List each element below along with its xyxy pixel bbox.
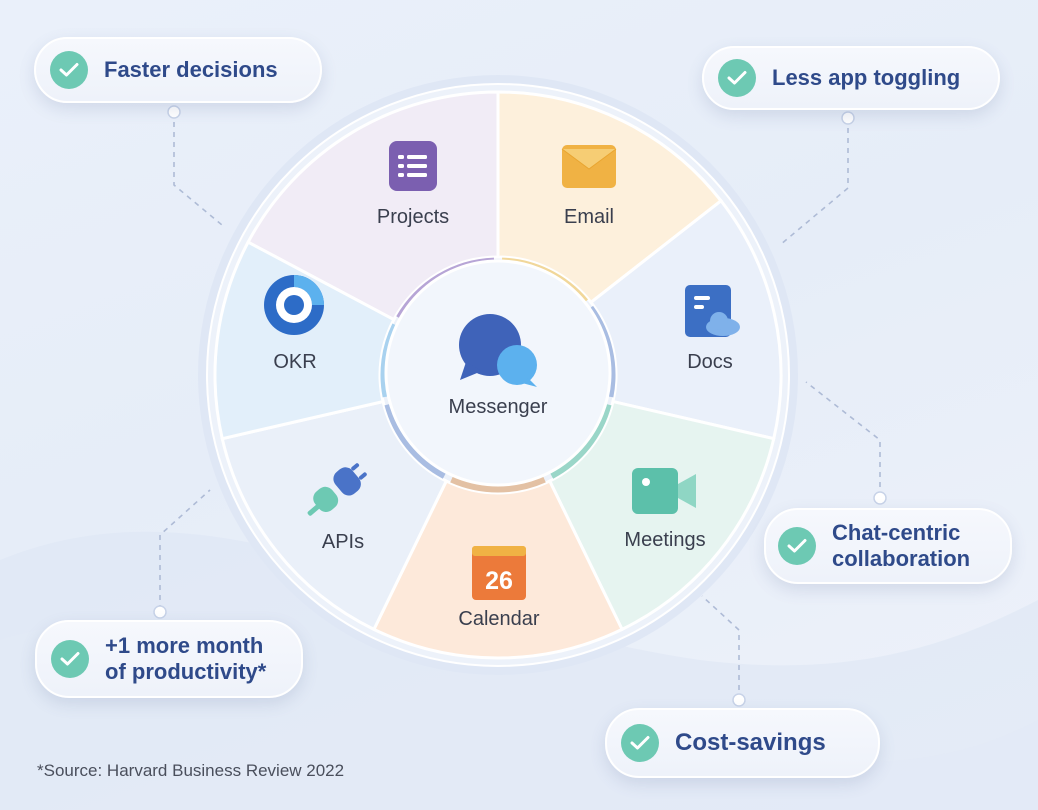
connector-dot-faster bbox=[167, 105, 181, 119]
benefit-text-line-2: of productivity* bbox=[105, 659, 267, 684]
benefit-cost-savings: Cost-savings bbox=[605, 708, 880, 778]
segment-email bbox=[496, 90, 724, 305]
segment-label-calendar: Calendar bbox=[458, 608, 540, 630]
connector-chat bbox=[805, 381, 881, 497]
video-camera-icon bbox=[632, 468, 696, 514]
benefit-text: Cost-savings bbox=[675, 728, 826, 756]
segment-apis bbox=[220, 399, 449, 632]
benefit-less-app-toggling: Less app toggling bbox=[702, 46, 1000, 110]
connector-dot-cost bbox=[732, 693, 746, 707]
connector-less bbox=[779, 118, 849, 246]
plug-icon bbox=[307, 463, 367, 516]
segment-label-apis: APIs bbox=[322, 531, 364, 553]
segment-label-projects: Projects bbox=[377, 206, 449, 228]
segment-okr bbox=[213, 240, 396, 441]
segment-label-docs: Docs bbox=[687, 351, 733, 373]
list-icon bbox=[389, 141, 437, 191]
segment-label-email: Email bbox=[564, 206, 614, 228]
calendar-icon: 26 bbox=[472, 546, 526, 600]
target-icon bbox=[264, 275, 324, 335]
segment-arc-meetings bbox=[549, 403, 612, 479]
benefit-chat-centric-collaboration: Chat-centric collaboration bbox=[764, 508, 1012, 584]
source-footnote: *Source: Harvard Business Review 2022 bbox=[37, 761, 345, 780]
segment-label-okr: OKR bbox=[273, 351, 316, 373]
check-icon bbox=[50, 51, 88, 89]
connector-faster bbox=[173, 112, 223, 226]
chat-bubbles-icon bbox=[459, 314, 537, 387]
segment-meetings bbox=[547, 399, 776, 632]
connector-dot-chat bbox=[873, 491, 887, 505]
hub-label: Messenger bbox=[449, 396, 548, 418]
connector-cost bbox=[701, 595, 740, 700]
check-icon bbox=[778, 527, 816, 565]
benefit-text-line-1: +1 more month bbox=[105, 632, 264, 658]
check-icon bbox=[621, 724, 659, 762]
connector-plus bbox=[159, 489, 211, 610]
connector-lines bbox=[159, 112, 881, 700]
envelope-icon bbox=[561, 145, 617, 188]
connector-dot-less bbox=[841, 111, 855, 125]
benefit-more-month-productivity: +1 more month of productivity* bbox=[35, 620, 303, 698]
connector-dot-plus bbox=[153, 605, 167, 619]
benefit-text: Less app toggling bbox=[772, 64, 961, 90]
segment-arc-calendar bbox=[450, 475, 546, 493]
benefit-text-line-1: Chat-centric bbox=[832, 519, 961, 545]
segment-label-meetings: Meetings bbox=[624, 529, 705, 551]
check-icon bbox=[718, 59, 756, 97]
benefit-text: Faster decisions bbox=[104, 56, 278, 82]
benefit-text-line-2: collaboration bbox=[832, 546, 971, 571]
segment-arc-apis bbox=[384, 403, 447, 479]
check-icon bbox=[51, 640, 89, 678]
document-cloud-icon bbox=[685, 285, 740, 337]
calendar-date: 26 bbox=[485, 567, 513, 595]
benefit-faster-decisions: Faster decisions bbox=[34, 37, 322, 103]
